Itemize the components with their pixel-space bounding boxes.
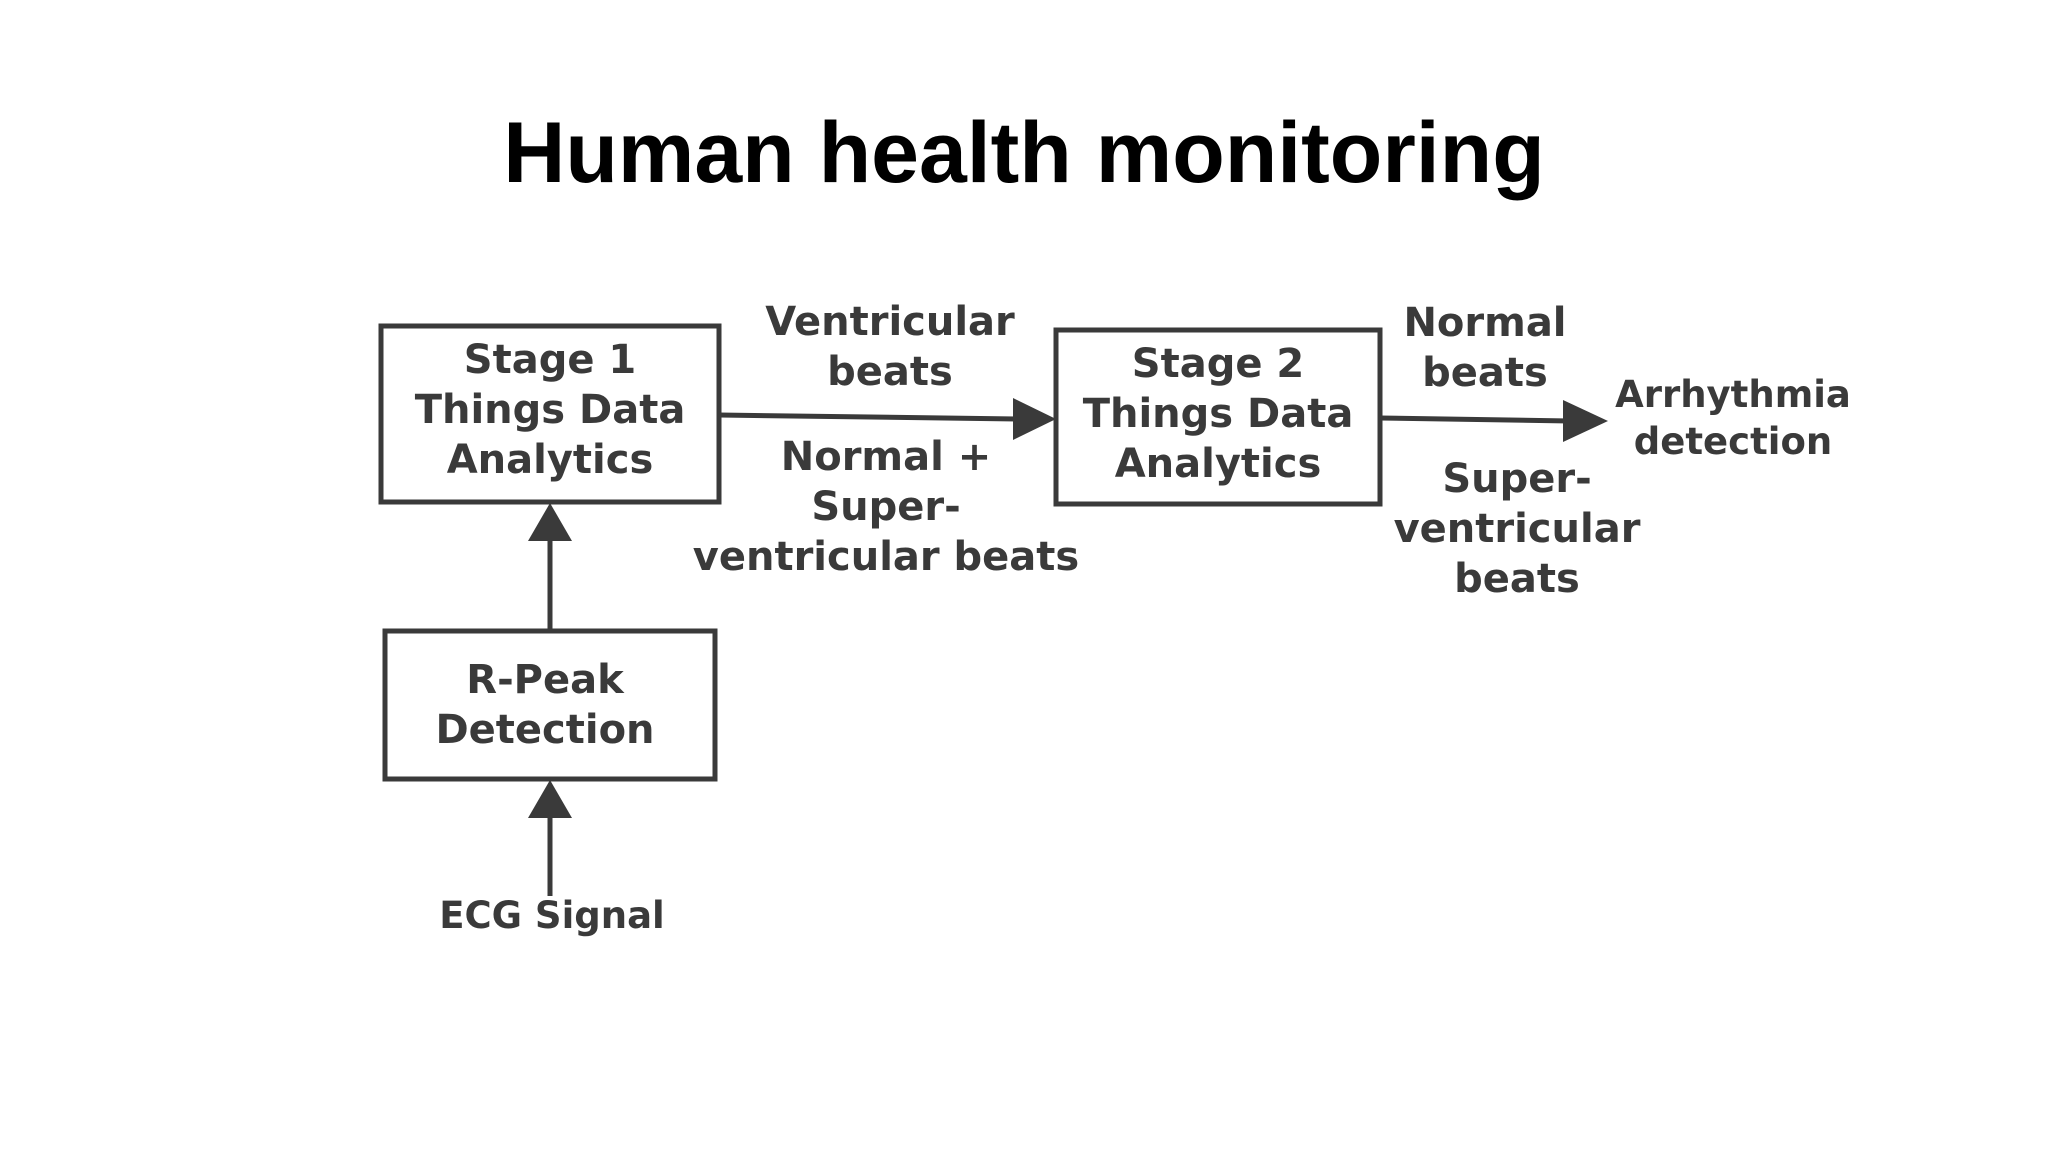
stage2-label-line1: Stage 2 — [1132, 341, 1304, 387]
ecg-signal-label: ECG Signal — [439, 894, 665, 937]
stage1-label-line3: Analytics — [447, 437, 654, 483]
stage2-box — [1053, 327, 1383, 507]
rpeak-box — [382, 628, 718, 782]
stage1-label-line2: Things Data — [415, 387, 686, 433]
stage1-node: Stage 1 Things Data Analytics — [378, 323, 722, 505]
arrowhead-up-icon — [528, 503, 572, 541]
normal-super-beats-line2: Super- — [811, 484, 960, 530]
stage2-label-line2: Things Data — [1083, 391, 1354, 437]
rpeak-label-line1: R-Peak — [466, 657, 625, 703]
stage1-box — [378, 323, 722, 505]
super-ventricular-beats-line3: beats — [1454, 556, 1580, 602]
arrow-stage2-to-output — [1379, 400, 1608, 442]
super-ventricular-beats-line1: Super- — [1442, 456, 1591, 502]
arrhythmia-detection-line1: Arrhythmia — [1615, 373, 1851, 416]
ventricular-beats-line2: beats — [827, 349, 953, 395]
normal-beats-line1: Normal — [1403, 300, 1566, 346]
arrow-stage1-to-stage2 — [718, 398, 1056, 440]
arrow-rpeak-to-stage1 — [528, 503, 572, 631]
rpeak-node: R-Peak Detection — [382, 628, 718, 782]
slide-title: Human health monitoring — [503, 105, 1545, 201]
arrowhead-up-icon — [528, 780, 572, 818]
super-ventricular-beats-line2: ventricular — [1394, 506, 1641, 552]
normal-super-beats-line3: ventricular beats — [693, 534, 1079, 580]
arrowhead-right-icon — [1013, 398, 1056, 440]
normal-beats-line2: beats — [1422, 350, 1548, 396]
ventricular-beats-line1: Ventricular — [765, 299, 1015, 345]
arrow-ecg-to-rpeak — [528, 780, 572, 896]
stage1-label-line1: Stage 1 — [464, 337, 636, 383]
arrowhead-right-icon — [1563, 400, 1608, 442]
stage2-label-line3: Analytics — [1115, 441, 1322, 487]
stage2-node: Stage 2 Things Data Analytics — [1053, 327, 1383, 507]
rpeak-label-line2: Detection — [435, 707, 654, 753]
normal-super-beats-line1: Normal + — [781, 434, 992, 480]
arrhythmia-detection-line2: detection — [1634, 420, 1832, 463]
